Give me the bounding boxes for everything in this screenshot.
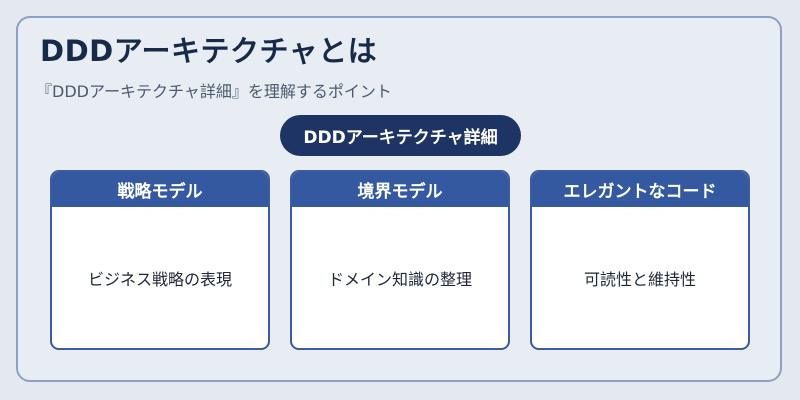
card-header: 境界モデル xyxy=(292,172,508,207)
card-body: ビジネス戦略の表現 xyxy=(87,269,232,289)
card-header: 戦略モデル xyxy=(52,172,268,207)
center-label-pill: DDDアーキテクチャ詳細 xyxy=(280,115,521,156)
card-boundary-model: 境界モデル ドメイン知識の整理 xyxy=(290,170,510,350)
page-subtitle: 『DDDアーキテクチャ詳細』を理解するポイント xyxy=(36,82,392,101)
card-body: ドメイン知識の整理 xyxy=(327,269,472,289)
card-body: 可読性と維持性 xyxy=(583,269,696,289)
page-title: DDDアーキテクチャとは xyxy=(40,34,378,68)
card-strategy-model: 戦略モデル ビジネス戦略の表現 xyxy=(50,170,270,350)
card-header: エレガントなコード xyxy=(532,172,748,207)
card-elegant-code: エレガントなコード 可読性と維持性 xyxy=(530,170,750,350)
